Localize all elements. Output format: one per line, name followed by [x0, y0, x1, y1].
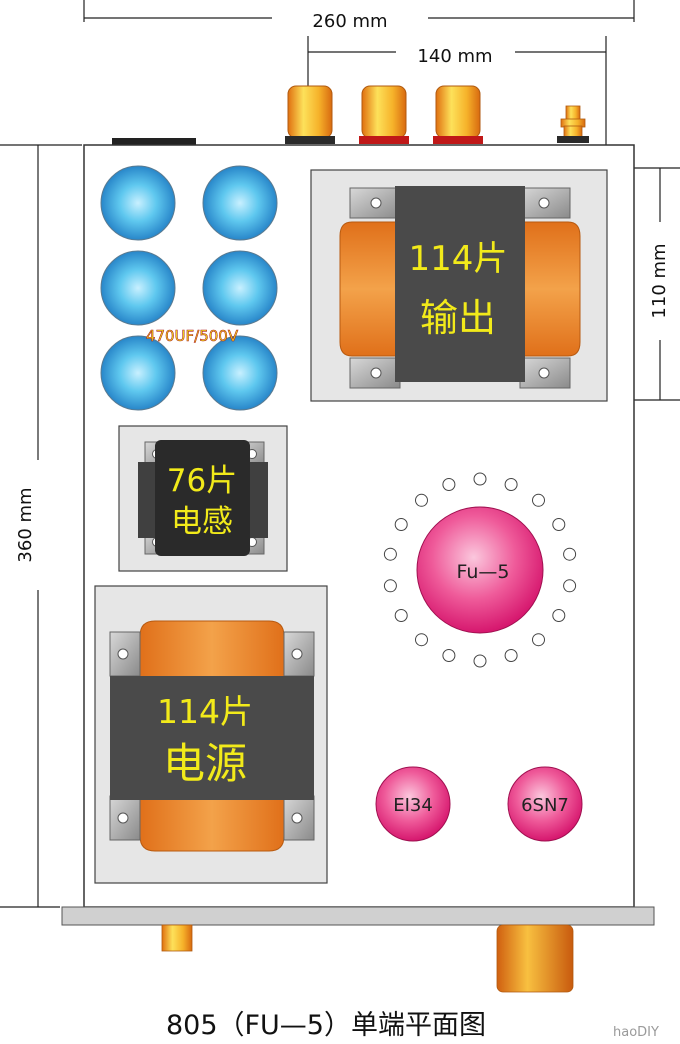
socket-hole [504, 478, 518, 491]
choke-spec: 76片 [167, 463, 237, 499]
socket-hole [383, 579, 397, 593]
socket-hole [383, 547, 397, 561]
socket-hole [394, 518, 408, 531]
volume-knob [496, 924, 574, 993]
socket-hole [563, 579, 577, 593]
6sn7-tube-label: 6SN7 [521, 795, 569, 816]
socket-hole [473, 654, 487, 668]
capacitor [100, 165, 176, 241]
socket-hole [552, 609, 566, 622]
socket-hole [442, 649, 456, 662]
socket-hole [394, 609, 408, 622]
fu5-power-tube [416, 506, 544, 634]
socket-hole [532, 493, 545, 507]
socket-hole [504, 649, 518, 662]
6sn7-tube [507, 766, 583, 842]
rear-terminal-3 [433, 85, 483, 144]
capacitor-rating-label: 470UF/500V [146, 327, 239, 345]
output-transformer [310, 169, 608, 402]
front-panel [61, 906, 655, 926]
capacitor [202, 335, 278, 411]
power-switch [161, 924, 193, 952]
dimension-width-total-label: 260 mm [312, 11, 387, 32]
socket-hole [532, 633, 545, 647]
capacitor [202, 250, 278, 326]
capacitor-bank [100, 165, 278, 411]
dimension-depth-total-label: 360 mm [15, 487, 36, 562]
output-transformer-name: 输出 [420, 296, 496, 340]
output-transformer-spec: 114片 [409, 239, 508, 279]
socket-hole [473, 472, 487, 486]
power-transformer-spec: 114片 [157, 692, 253, 731]
ei34-tube-label: EI34 [393, 795, 433, 816]
dimension-depth-output-label: 110 mm [649, 243, 670, 318]
capacitor [100, 250, 176, 326]
socket-hole [415, 493, 428, 507]
rear-terminal-2 [359, 85, 409, 144]
capacitor [202, 165, 278, 241]
rear-terminal-1 [285, 85, 335, 144]
socket-hole [552, 518, 566, 531]
watermark: haoDIY [613, 1025, 659, 1040]
fu5-tube-label: Fu—5 [456, 561, 509, 583]
rear-power-socket [112, 138, 196, 147]
choke-name: 电感 [171, 504, 233, 540]
socket-hole [442, 478, 456, 491]
power-transformer-name: 电源 [163, 739, 247, 788]
capacitor [100, 335, 176, 411]
socket-hole [563, 547, 577, 561]
rear-ground-post [557, 105, 589, 143]
dimension-depth-total [0, 144, 82, 908]
power-transformer [94, 585, 328, 884]
dimension-width-output-label: 140 mm [417, 46, 492, 67]
dimension-width-total [83, 0, 635, 22]
ei34-tube [375, 766, 451, 842]
choke-inductor [118, 425, 288, 572]
diagram-caption: 805（FU—5）单端平面图 [166, 1010, 486, 1041]
socket-hole [415, 633, 428, 647]
tube-socket-holes [383, 472, 577, 668]
